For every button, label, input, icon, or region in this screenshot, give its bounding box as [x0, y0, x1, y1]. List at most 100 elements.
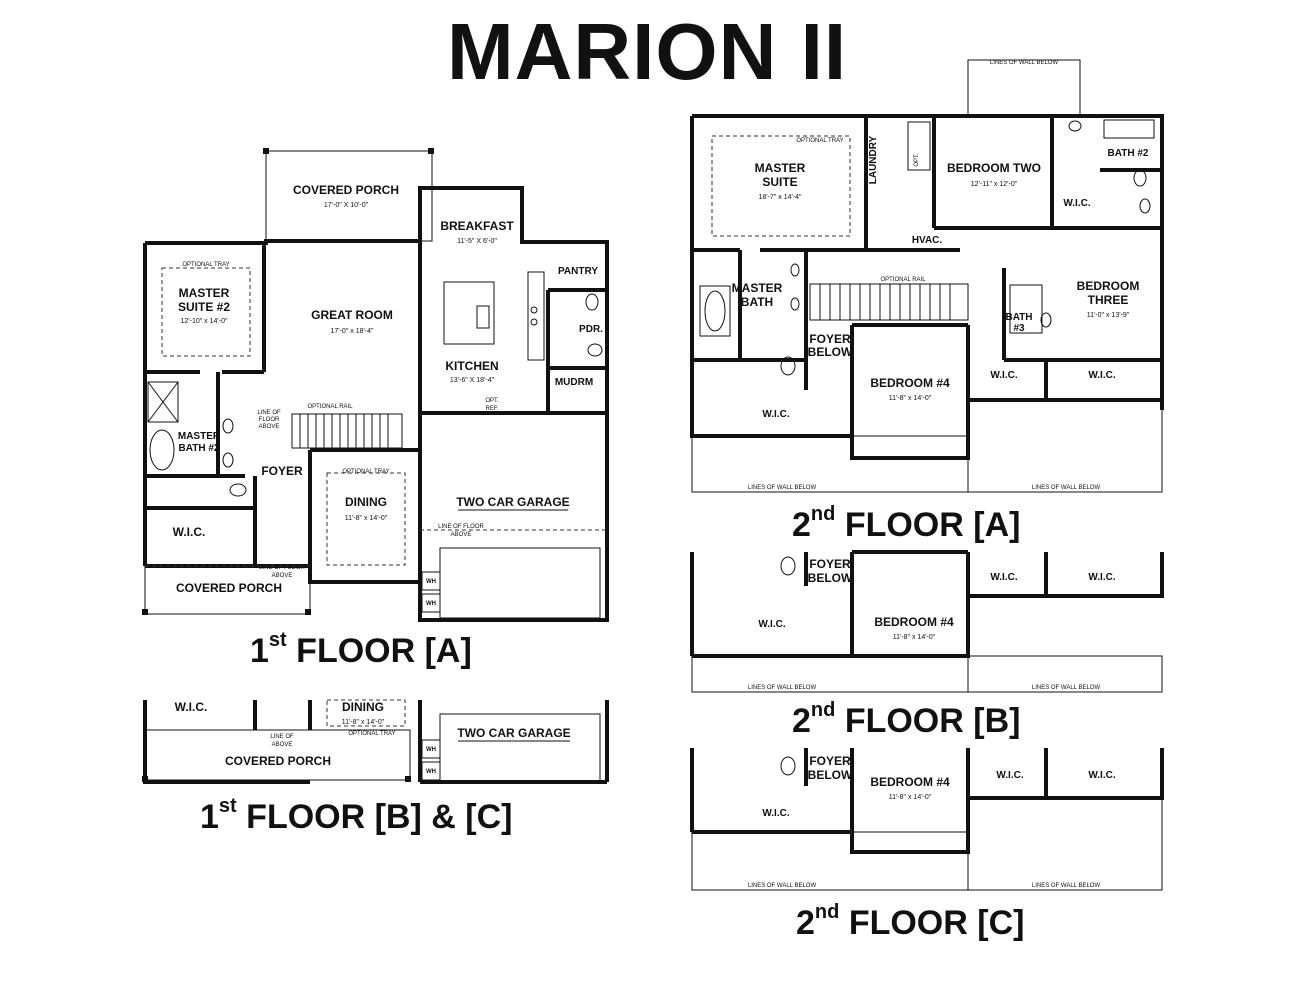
- svg-text:11'-8" x 14'-0": 11'-8" x 14'-0": [342, 719, 385, 726]
- room-label-hvac: HVAC.: [912, 235, 943, 246]
- svg-text:LINE OF: LINE OF: [257, 410, 281, 416]
- room-label-foyer-below: FOYER: [809, 332, 851, 346]
- svg-text:12'-11" x 12'-0": 12'-11" x 12'-0": [971, 181, 1018, 188]
- room-label-covered-porch-front: COVERED PORCH: [176, 581, 282, 595]
- svg-text:WH: WH: [426, 769, 436, 775]
- first-floor-bc: [142, 699, 609, 784]
- first-floor-a: [142, 148, 609, 622]
- svg-text:W.I.C.: W.I.C.: [762, 409, 789, 420]
- svg-text:OPT.: OPT.: [485, 398, 499, 404]
- room-label-bedroom-three: BEDROOM: [1077, 279, 1140, 293]
- svg-text:BATH #2: BATH #2: [179, 443, 220, 454]
- room-label-bedroom-4: BEDROOM #4: [870, 376, 950, 390]
- svg-text:BEDROOM #4: BEDROOM #4: [874, 615, 954, 629]
- room-label-breakfast: BREAKFAST: [440, 219, 514, 233]
- room-label-covered-porch-rear: COVERED PORCH: [293, 183, 399, 197]
- svg-text:OPTIONAL TRAY: OPTIONAL TRAY: [348, 731, 395, 737]
- second-floor-a-labels: LINES OF WALL BELOW OPTIONAL TRAY MASTER…: [732, 60, 1149, 491]
- caption-first-floor-a: 1st FLOOR [A]: [250, 628, 472, 670]
- room-label-master-suite-2: MASTER: [179, 286, 230, 300]
- second-floor-a: [690, 59, 1164, 493]
- svg-text:LINES OF WALL BELOW: LINES OF WALL BELOW: [748, 485, 817, 491]
- svg-text:W.I.C.: W.I.C.: [996, 770, 1023, 781]
- room-label-dining: DINING: [345, 495, 387, 509]
- svg-text:W.I.C.: W.I.C.: [990, 572, 1017, 583]
- svg-text:LINES OF WALL BELOW: LINES OF WALL BELOW: [748, 685, 817, 691]
- svg-text:W.I.C.: W.I.C.: [1088, 770, 1115, 781]
- svg-text:11'-5" X 6'-0": 11'-5" X 6'-0": [457, 238, 497, 245]
- svg-text:11'-8" x 14'-0": 11'-8" x 14'-0": [889, 395, 932, 402]
- first-floor-bc-labels: W.I.C. DINING 11'-8" x 14'-0" OPTIONAL T…: [175, 700, 571, 775]
- svg-text:LINES OF WALL BELOW: LINES OF WALL BELOW: [1032, 685, 1101, 691]
- svg-text:ABOVE: ABOVE: [272, 573, 293, 579]
- svg-text:FOYER: FOYER: [809, 754, 851, 768]
- svg-text:SUITE #2: SUITE #2: [178, 300, 230, 314]
- second-floor-b-labels: FOYER BELOW W.I.C. W.I.C. W.I.C. BEDROOM…: [748, 557, 1116, 691]
- room-label-master-bath: MASTER: [732, 281, 783, 295]
- svg-text:OPTIONAL RAIL: OPTIONAL RAIL: [307, 404, 353, 410]
- svg-text:11'-8" x 14'-0": 11'-8" x 14'-0": [345, 515, 388, 522]
- svg-text:ABOVE: ABOVE: [272, 742, 293, 748]
- svg-text:FOYER: FOYER: [809, 557, 851, 571]
- room-label-pantry: PANTRY: [558, 266, 598, 277]
- svg-text:W.I.C.: W.I.C.: [1088, 572, 1115, 583]
- svg-text:17'-0" x 18'-4": 17'-0" x 18'-4": [330, 328, 374, 335]
- svg-text:BELOW: BELOW: [808, 571, 853, 585]
- room-label-laundry: LAUNDRY: [868, 135, 879, 184]
- svg-text:11'-8" x 14'-0": 11'-8" x 14'-0": [889, 794, 932, 801]
- room-label-bedroom-two: BEDROOM TWO: [947, 161, 1041, 175]
- room-label-foyer: FOYER: [261, 464, 303, 478]
- svg-text:OPTIONAL TRAY: OPTIONAL TRAY: [796, 138, 843, 144]
- svg-text:BELOW: BELOW: [808, 768, 853, 782]
- svg-text:OPTIONAL TRAY: OPTIONAL TRAY: [342, 469, 389, 475]
- svg-text:BATH: BATH: [741, 295, 773, 309]
- svg-text:OPT.: OPT.: [914, 153, 920, 167]
- room-label-garage: TWO CAR GARAGE: [456, 495, 569, 509]
- svg-text:W.I.C.: W.I.C.: [1088, 370, 1115, 381]
- room-label-pdr: PDR.: [579, 324, 603, 335]
- room-label-dining-bc: DINING: [342, 700, 384, 714]
- svg-text:18'-7" x 14'-4": 18'-7" x 14'-4": [758, 194, 802, 201]
- plan-title: MARION II: [446, 7, 848, 96]
- svg-text:LINE OF: LINE OF: [270, 734, 294, 740]
- svg-text:WH: WH: [426, 747, 436, 753]
- svg-text:WH: WH: [426, 579, 436, 585]
- room-label-wic: W.I.C.: [173, 525, 206, 539]
- svg-text:REF.: REF.: [485, 406, 498, 412]
- svg-text:LINE OF FLOOR: LINE OF FLOOR: [438, 524, 484, 530]
- svg-text:THREE: THREE: [1088, 293, 1129, 307]
- caption-second-floor-b: 2nd FLOOR [B]: [792, 698, 1021, 740]
- room-label-mudrm: MUDRM: [555, 377, 593, 388]
- svg-text:ABOVE: ABOVE: [259, 424, 280, 430]
- room-label-wic-2: W.I.C.: [1063, 198, 1090, 209]
- room-label-bath-2: BATH #2: [1108, 148, 1149, 159]
- svg-text:SUITE: SUITE: [762, 175, 797, 189]
- kitchen-island: [443, 281, 495, 345]
- room-label-great-room: GREAT ROOM: [311, 308, 393, 322]
- svg-text:17'-0" X 10'-0": 17'-0" X 10'-0": [324, 202, 369, 209]
- room-label-bath-3: BATH: [1005, 312, 1032, 323]
- svg-text:FLOOR: FLOOR: [259, 417, 280, 423]
- svg-text:WH: WH: [426, 601, 436, 607]
- svg-text:W.I.C.: W.I.C.: [758, 619, 785, 630]
- room-label-kitchen: KITCHEN: [445, 359, 498, 373]
- svg-text:LINE OF FLOOR: LINE OF FLOOR: [259, 565, 305, 571]
- svg-text:LINES OF WALL BELOW: LINES OF WALL BELOW: [748, 883, 817, 889]
- svg-text:LINES OF WALL BELOW: LINES OF WALL BELOW: [1032, 883, 1101, 889]
- second-floor-b: [690, 550, 1164, 693]
- front-covered-porch: [144, 565, 311, 615]
- caption-second-floor-a: 2nd FLOOR [A]: [792, 502, 1021, 544]
- svg-text:W.I.C.: W.I.C.: [990, 370, 1017, 381]
- second-floor-c: [690, 748, 1164, 891]
- room-label-covered-porch-bc: COVERED PORCH: [225, 754, 331, 768]
- svg-text:12'-10" x 14'-0": 12'-10" x 14'-0": [181, 318, 228, 325]
- svg-text:ABOVE: ABOVE: [451, 532, 472, 538]
- svg-text:#3: #3: [1013, 323, 1025, 334]
- svg-text:LINES OF WALL BELOW: LINES OF WALL BELOW: [1032, 485, 1101, 491]
- svg-text:11'-8" x 14'-0": 11'-8" x 14'-0": [893, 634, 936, 641]
- room-label-master-bath-2: MASTER: [178, 431, 221, 442]
- svg-text:BELOW: BELOW: [808, 345, 853, 359]
- svg-text:LINES OF WALL BELOW: LINES OF WALL BELOW: [990, 60, 1059, 66]
- caption-first-floor-bc: 1st FLOOR [B] & [C]: [200, 794, 513, 836]
